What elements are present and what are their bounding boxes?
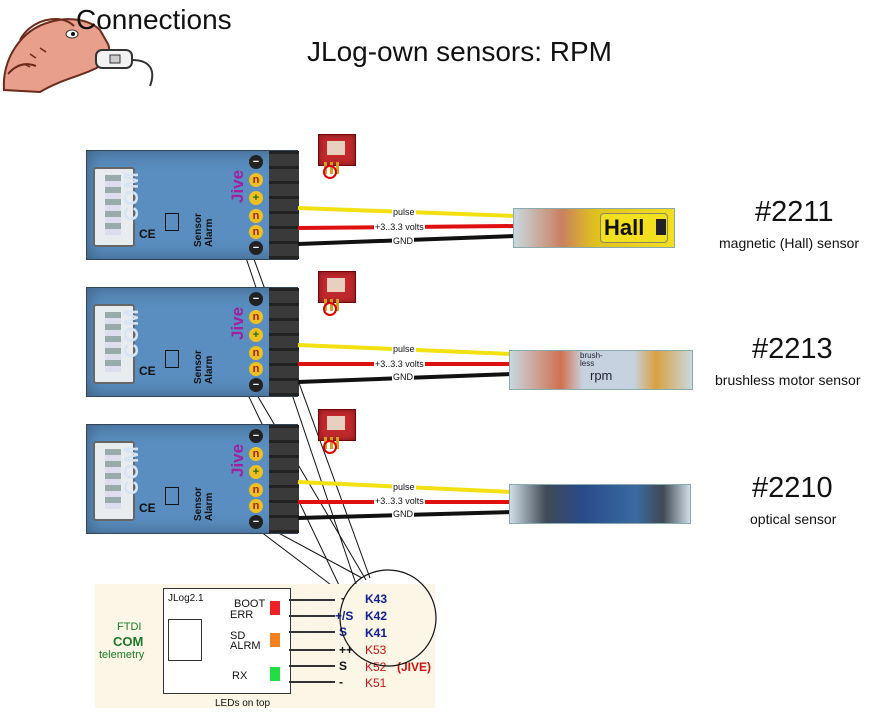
weee-bin-icon [165,213,179,231]
wire-label-power: +3..3.3 volts [374,222,425,232]
ce-mark: CE [139,501,156,515]
wire-label-ground: GND [392,236,414,246]
com-connector [93,441,135,521]
boot-label: BOOT [234,598,266,610]
err-label: ERR [230,609,254,621]
plug-marker-circle [323,302,337,316]
jlog-diagram: FTDI COM telemetry JLog2.1 BOOT ERR SD A… [95,584,435,709]
hall-text: Hall [604,215,645,240]
plug-marker-circle [323,165,337,179]
pin-name-k43: K43 [365,592,388,606]
pin-labels: − n + n n − [245,425,269,533]
header-pins [269,288,299,396]
pin-signal-k51: - [339,675,343,689]
mascot-icon [0,0,160,96]
weee-bin-icon [165,487,179,505]
wire-label-power: +3..3.3 volts [374,359,425,369]
header-pins [269,151,299,259]
jlog-pin-lines [289,599,335,683]
servo-plug-2 [318,271,356,303]
com-label: COM [113,634,144,649]
weee-bin-icon [165,350,179,368]
servo-plug-1 [318,134,356,166]
telemetry-label: telemetry [99,649,145,661]
wire-label-ground: GND [392,372,414,382]
com-connector [93,304,135,384]
rx-label: RX [232,670,248,682]
pin-signal-k43: - [341,591,345,605]
sd-label: SD [230,630,246,642]
plug-pin [330,162,333,174]
plug-pin [336,437,339,449]
plug-pin [336,162,339,174]
wire-label-ground: GND [392,509,414,519]
pin-name-k52: K52 [365,660,387,674]
wire-label-pulse: pulse [392,207,416,217]
pin-name-k42: K42 [365,609,388,623]
plug-marker-circle [323,440,337,454]
brushless-text: brush- less [580,351,603,368]
brushless-sensor-image: brush- less rpm [509,350,693,390]
jlog-model: JLog2.1 [168,593,204,604]
part-number-2211: #2211 [755,196,834,228]
rpm-text: rpm [590,368,613,383]
pin-signal-k52: S [339,659,348,673]
header-pins [269,425,299,533]
alrm-label: ALRM [230,640,261,652]
com-connector [93,167,135,247]
plug-pin [330,299,333,311]
wire-label-power: +3..3.3 volts [374,496,425,506]
jive-tag: (JIVE) [397,660,432,674]
jlog-board: JLog2.1 BOOT ERR SD ALRM RX [163,588,291,694]
hall-sensor-image: Hall [513,208,675,248]
wire-label-pulse: pulse [392,482,416,492]
alrm-led [270,633,280,647]
pin-name-k53: K53 [365,643,387,657]
pin-labels: − n + n n − [245,151,269,259]
page-title: JLog-own sensors: RPM [307,36,613,67]
pin-labels: − n + n n − [245,288,269,396]
magnifier-circle [339,569,437,667]
part-number-2213: #2213 [752,333,833,365]
plug-pin [336,299,339,311]
part-description-2210: optical sensor [750,511,837,527]
part-description-2211: magnetic (Hall) sensor [719,235,860,251]
part-number-2210: #2210 [752,472,833,504]
rx-led [270,667,280,681]
leds-note: LEDs on top [215,698,271,709]
pin-signal-k41: S [339,625,348,639]
err-led [270,601,280,615]
pin-name-k51: K51 [365,676,387,690]
part-description-2213: brushless motor sensor [715,372,861,388]
optical-sensor-image [509,484,691,524]
ftdi-label: FTDI [117,621,142,633]
ce-mark: CE [139,364,156,378]
plug-pin [330,437,333,449]
pin-name-k41: K41 [365,626,388,640]
wire-label-pulse: pulse [392,344,416,354]
servo-plug-3 [318,409,356,441]
ce-mark: CE [139,227,156,241]
section-label: Connections [76,4,232,35]
